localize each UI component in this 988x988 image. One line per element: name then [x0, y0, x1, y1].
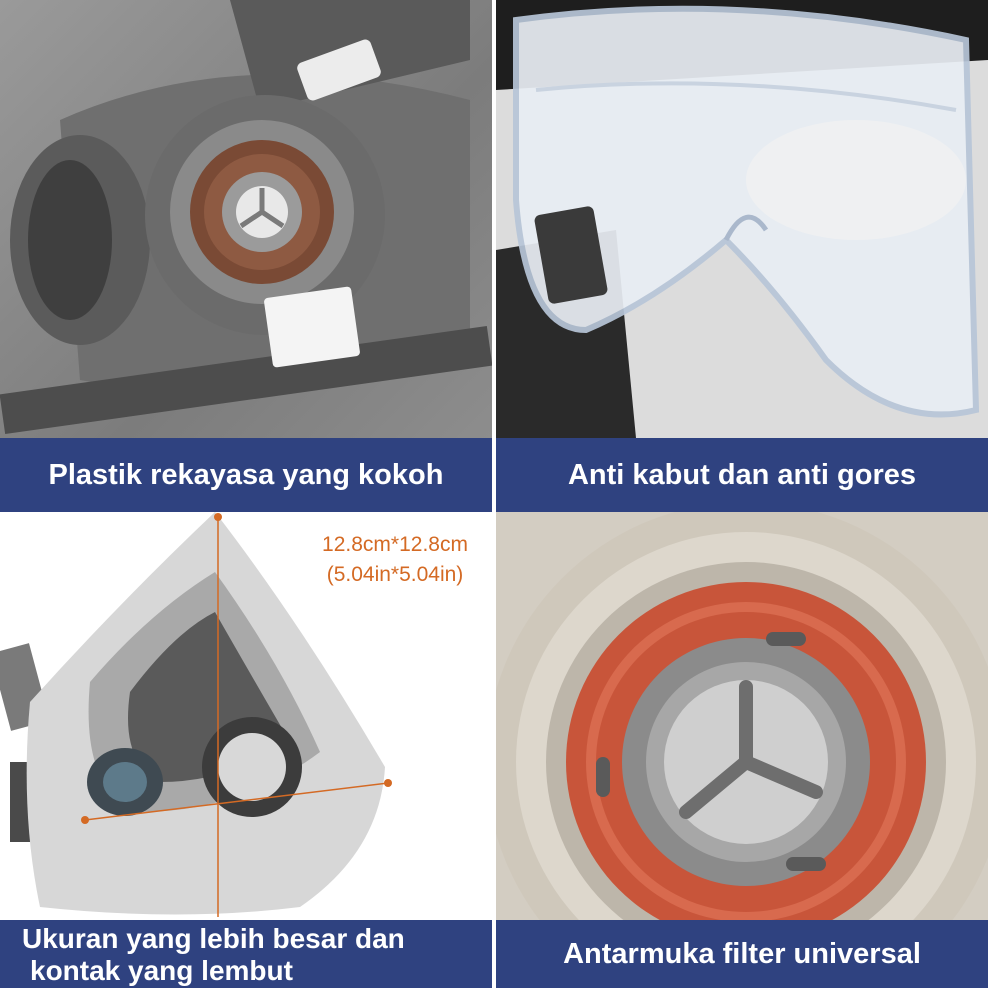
caption-universal-filter: Antarmuka filter universal	[496, 920, 988, 988]
dimension-metric: 12.8cm*12.8cm	[322, 533, 468, 556]
caption-larger-size-line2: kontak yang lembut	[30, 955, 293, 986]
caption-larger-size: Ukuran yang lebih besar dan kontak yang …	[0, 920, 492, 988]
mask-size-photo	[0, 512, 492, 920]
caption-anti-fog: Anti kabut dan anti gores	[496, 438, 988, 512]
dimension-label: 12.8cm*12.8cm (5.04in*5.04in)	[300, 530, 490, 590]
caption-larger-size-line1: Ukuran yang lebih besar dan	[22, 923, 405, 954]
filter-interface-photo	[496, 512, 988, 920]
caption-sturdy-plastic: Plastik rekayasa yang kokoh	[0, 438, 492, 512]
goggles-photo	[496, 0, 988, 438]
mask-valve-photo	[0, 0, 492, 438]
dimension-imperial: (5.04in*5.04in)	[326, 563, 464, 586]
